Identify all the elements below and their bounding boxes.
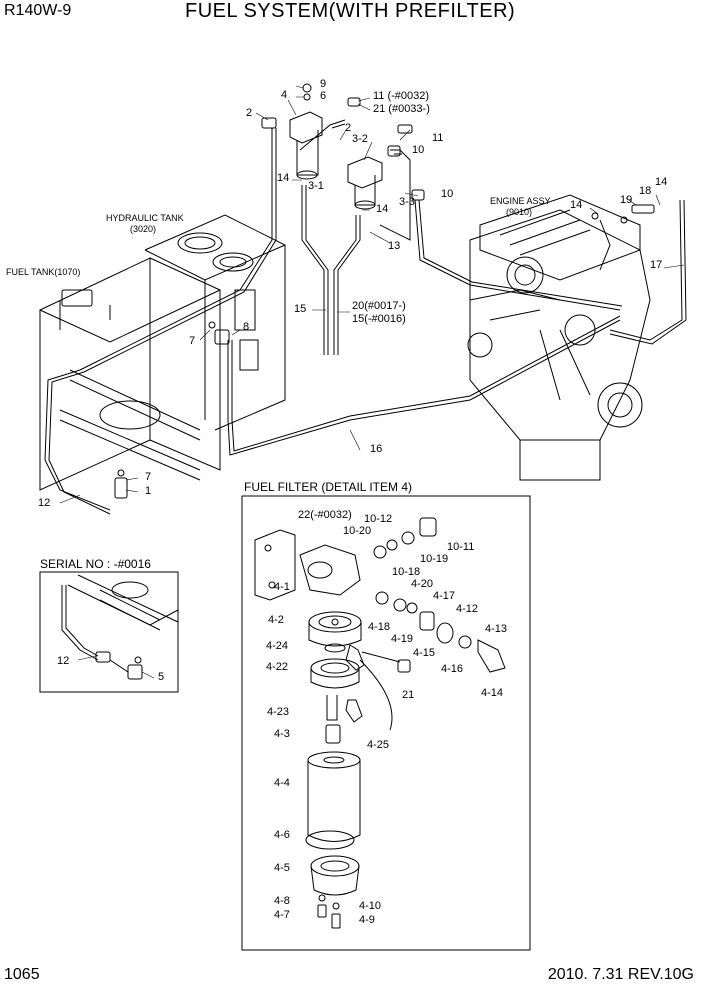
callout-15: 15 <box>294 303 307 315</box>
fuel-filter-drawing <box>255 518 505 928</box>
callout-8: 8 <box>243 321 250 333</box>
engine-assy-label: ENGINE ASSY <box>490 196 551 206</box>
callout-3-1: 3-1 <box>308 180 324 192</box>
filter-callout-21: 21 <box>402 689 415 701</box>
hydraulic-tank-drawing <box>145 215 285 430</box>
callout-14-right: 14 <box>655 176 668 188</box>
filter-callout-4-1: 4-1 <box>274 581 290 593</box>
callout-1: 1 <box>145 485 152 497</box>
filter-callout-22: 22(-#0032) <box>298 509 352 521</box>
prefilter-drawing <box>290 84 382 209</box>
filter-callout-10-20: 10-20 <box>343 525 372 537</box>
revision-date: 2010. 7.31 REV.10G <box>547 966 694 983</box>
fuel-lines <box>45 120 686 514</box>
callout-6: 6 <box>320 90 327 102</box>
filter-callout-4-3: 4-3 <box>274 728 290 740</box>
filter-callout-4-4: 4-4 <box>274 777 290 789</box>
callout-2-mid: 2 <box>345 122 352 134</box>
model-code: R140W-9 <box>4 2 72 19</box>
fuel-filter-title: FUEL FILTER (DETAIL ITEM 4) <box>244 480 413 494</box>
callout-15-16: 15(-#0016) <box>352 313 406 325</box>
inset-callout-12: 12 <box>57 655 70 667</box>
engine-drawing <box>468 195 650 480</box>
filter-callout-4-13: 4-13 <box>485 623 508 635</box>
filter-callout-10-18: 10-18 <box>392 566 421 578</box>
filter-callout-10-19: 10-19 <box>420 553 449 565</box>
filter-callout-4-5: 4-5 <box>274 862 290 874</box>
hydraulic-tank-number: (3020) <box>130 224 157 234</box>
filter-callout-4-16: 4-16 <box>441 663 464 675</box>
callout-11-32: 11 (-#0032) <box>373 90 430 102</box>
callout-7-bottom: 7 <box>145 471 152 483</box>
filter-callout-10-11: 10-11 <box>447 541 475 553</box>
fittings <box>115 98 654 498</box>
fuel-tank-drawing <box>40 258 220 490</box>
page-number: 1065 <box>4 966 40 983</box>
filter-callout-4-7: 4-7 <box>274 909 290 921</box>
filter-callout-4-18: 4-18 <box>368 621 391 633</box>
callout-11: 11 <box>432 132 444 144</box>
filter-callout-4-20: 4-20 <box>411 578 434 590</box>
filter-callout-4-2: 4-2 <box>268 614 284 626</box>
callout-14-engine: 14 <box>570 199 583 211</box>
callout-16: 16 <box>370 443 383 455</box>
serial-inset-title: SERIAL NO : -#0016 <box>40 557 151 571</box>
callout-12: 12 <box>38 497 51 509</box>
callout-3-2: 3-2 <box>352 133 368 145</box>
filter-callout-4-12: 4-12 <box>456 603 479 615</box>
callout-9: 9 <box>320 78 327 90</box>
callout-13: 13 <box>388 240 401 252</box>
inset-callout-5: 5 <box>158 671 165 683</box>
callout-21-33: 21 (#0033-) <box>373 103 430 115</box>
callout-4: 4 <box>281 89 288 101</box>
callout-2-top: 2 <box>246 107 253 119</box>
filter-callout-4-6: 4-6 <box>274 829 290 841</box>
filter-callout-4-19: 4-19 <box>391 633 414 645</box>
engine-assy-number: (9010) <box>506 207 533 217</box>
leader-lines <box>60 86 684 678</box>
serial-inset-drawing <box>62 575 178 679</box>
callout-10-right: 10 <box>441 188 454 200</box>
filter-callout-4-15: 4-15 <box>413 647 436 659</box>
hydraulic-tank-label: HYDRAULIC TANK <box>106 213 184 223</box>
fuel-filter-frame <box>242 496 530 950</box>
callout-7-top: 7 <box>189 335 196 347</box>
callout-3-3: 3-3 <box>399 196 415 208</box>
fuel-tank-label: FUEL TANK(1070) <box>6 267 81 277</box>
callout-20-17: 20(#0017-) <box>352 300 406 312</box>
filter-callout-4-22: 4-22 <box>266 661 289 673</box>
filter-callout-4-24: 4-24 <box>266 640 289 652</box>
callout-17: 17 <box>650 259 663 271</box>
filter-callout-4-9: 4-9 <box>359 914 375 926</box>
page-title: FUEL SYSTEM(WITH PREFILTER) <box>185 0 516 22</box>
filter-callout-4-14: 4-14 <box>481 687 504 699</box>
filter-callout-4-25: 4-25 <box>367 739 390 751</box>
filter-callout-4-8: 4-8 <box>274 895 290 907</box>
callout-14-left: 14 <box>277 172 290 184</box>
callout-10-top: 10 <box>412 144 425 156</box>
callout-14-mid: 14 <box>376 203 389 215</box>
callout-18: 18 <box>639 185 652 197</box>
serial-inset-frame <box>40 572 178 692</box>
filter-callout-4-23: 4-23 <box>267 706 290 718</box>
filter-callout-10-12: 10-12 <box>364 513 393 525</box>
callout-19: 19 <box>620 194 633 206</box>
filter-callout-4-17: 4-17 <box>433 590 456 602</box>
filter-callout-4-10: 4-10 <box>359 900 382 912</box>
